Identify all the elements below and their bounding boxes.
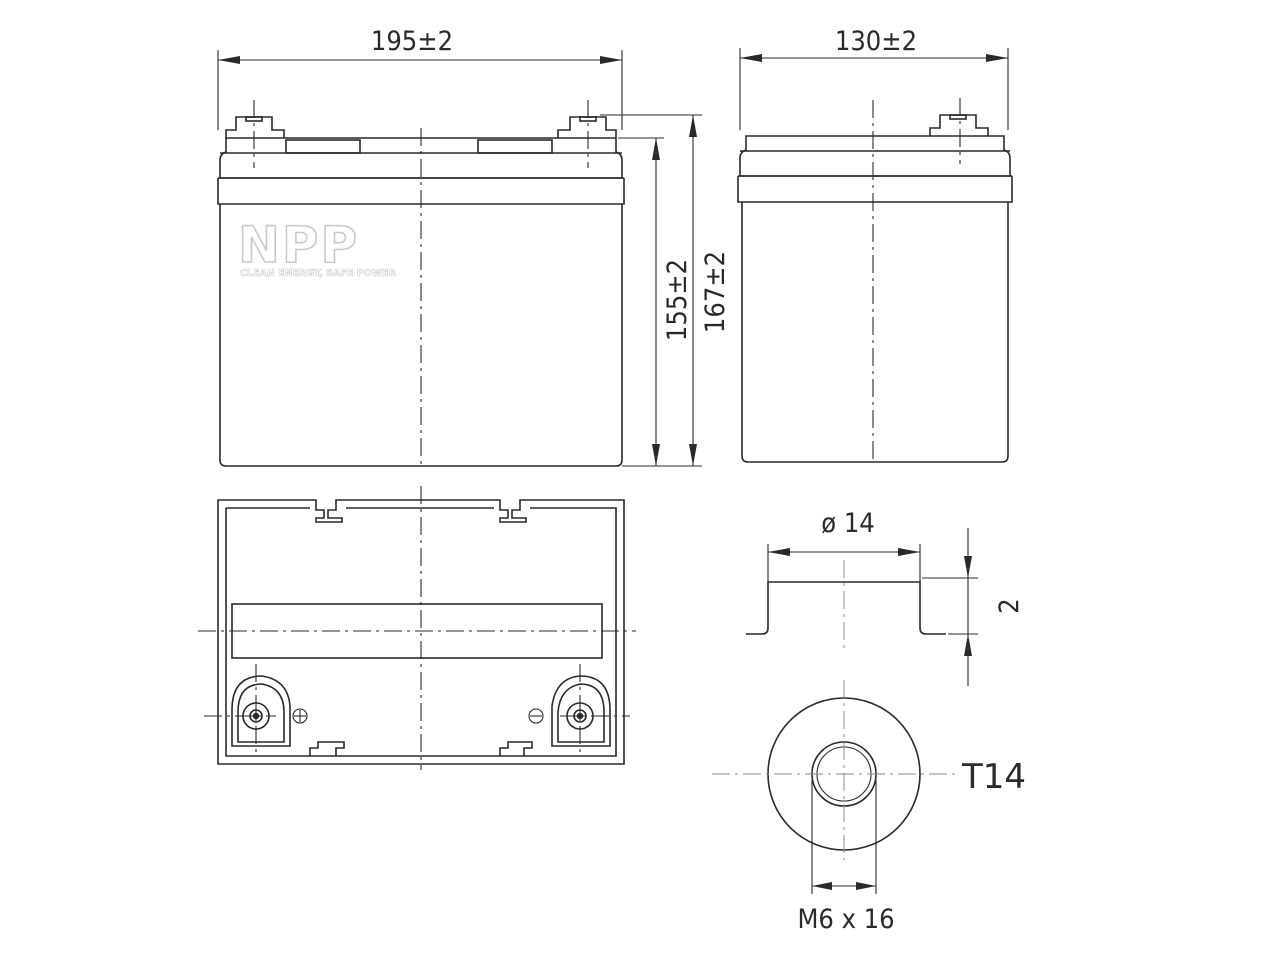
brand-logo: NPP — [238, 216, 359, 274]
front-view: NPP CLEAN ENERGY, SAFE POWER — [217, 100, 625, 467]
terminal-height-label: 2 — [994, 598, 1025, 613]
length-label: 195±2 — [371, 26, 453, 57]
terminal-profile: ø 14 2 — [746, 508, 1025, 686]
width-label: 130±2 — [835, 26, 917, 57]
dim-length: 195±2 — [217, 26, 623, 130]
terminal-diameter-label: ø 14 — [821, 508, 874, 539]
terminal-top: T14 M6 x 16 — [712, 680, 1026, 935]
top-view — [198, 486, 636, 770]
brand-tagline: CLEAN ENERGY, SAFE POWER — [240, 268, 397, 279]
dim-width: 130±2 — [739, 26, 1009, 130]
terminal-type-label: T14 — [961, 757, 1026, 797]
side-view — [737, 98, 1013, 463]
bolt-label: M6 x 16 — [797, 904, 894, 935]
dim-heights: 155±2 167±2 — [600, 114, 731, 467]
container-height-label: 155±2 — [662, 259, 693, 341]
total-height-label: 167±2 — [700, 251, 731, 333]
